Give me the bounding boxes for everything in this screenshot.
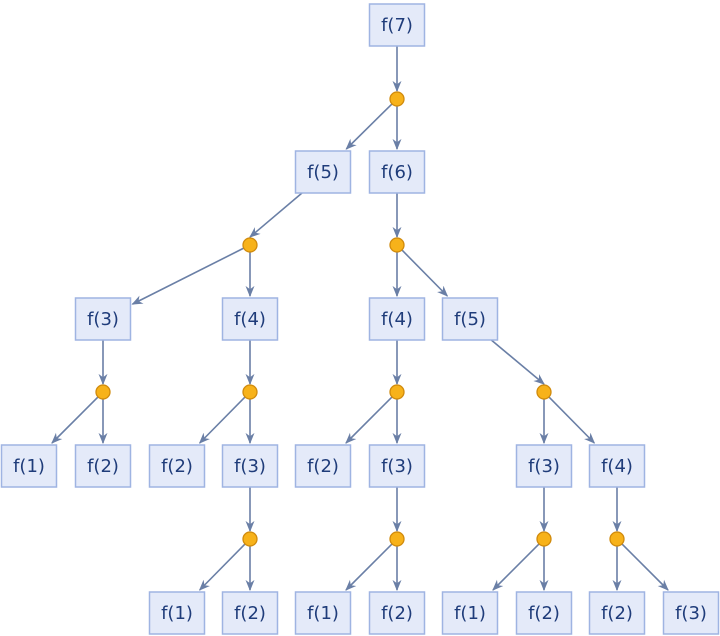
node-box [148, 591, 206, 635]
tree-node-n1b: f(1) [148, 591, 206, 635]
junction-dot-j3b [242, 531, 258, 547]
edge-j6-to-n5b [401, 249, 449, 297]
node-label: f(5) [307, 162, 339, 183]
node-label: f(1) [13, 456, 45, 477]
node-label: f(3) [234, 456, 266, 477]
junctions-layer [95, 91, 625, 547]
node-label: f(3) [528, 456, 560, 477]
node-label: f(2) [528, 603, 560, 624]
node-label: f(1) [454, 603, 486, 624]
node-label: f(5) [454, 309, 486, 330]
tree-node-n1d: f(1) [441, 591, 499, 635]
node-label: f(3) [381, 456, 413, 477]
edge-j3a-to-n1a [51, 396, 99, 444]
node-label: f(3) [87, 309, 119, 330]
edge-j4b-to-n2c [345, 396, 393, 444]
node-label: f(1) [161, 603, 193, 624]
node-label: f(2) [601, 603, 633, 624]
node-box [368, 297, 426, 341]
node-box [74, 297, 132, 341]
junction-dot-j4b [389, 384, 405, 400]
tree-node-n3c: f(3) [368, 444, 426, 488]
junction-dot-j3a [95, 384, 111, 400]
tree-node-n2b: f(2) [148, 444, 206, 488]
tree-node-n7: f(7) [368, 3, 426, 47]
node-label: f(1) [307, 603, 339, 624]
node-box [368, 150, 426, 194]
junction-dot-j5a [242, 237, 258, 253]
nodes-layer: f(7) f(5) f(6) f(3) f(4) f(4) f(5) f(1) f(2) f(2)… [0, 3, 720, 635]
junction-dot-j3c [389, 531, 405, 547]
node-box [588, 591, 646, 635]
node-label: f(7) [381, 15, 413, 36]
junction-dot-j5b [536, 384, 552, 400]
node-box [294, 444, 352, 488]
tree-node-n2c: f(2) [294, 444, 352, 488]
tree-node-n3a: f(3) [74, 297, 132, 341]
tree-node-n3b: f(3) [221, 444, 279, 488]
tree-node-n6: f(6) [368, 150, 426, 194]
node-box [221, 444, 279, 488]
node-label: f(3) [675, 603, 707, 624]
tree-node-n2d: f(2) [221, 591, 279, 635]
node-box [294, 591, 352, 635]
edge-n5a-to-j5a [249, 192, 303, 238]
tree-node-n5a: f(5) [294, 150, 352, 194]
junction-dot-j3d [536, 531, 552, 547]
node-label: f(2) [161, 456, 193, 477]
node-box [441, 297, 499, 341]
node-label: f(2) [234, 603, 266, 624]
node-box [294, 150, 352, 194]
node-box [368, 444, 426, 488]
node-box [441, 591, 499, 635]
edge-n5b-to-j5b [490, 339, 545, 385]
node-box [368, 591, 426, 635]
tree-node-n3e: f(3) [662, 591, 720, 635]
node-label: f(4) [234, 309, 266, 330]
edge-j3c-to-n1c [345, 543, 393, 591]
node-box [221, 297, 279, 341]
node-box [368, 3, 426, 47]
node-box [148, 444, 206, 488]
junction-dot-j4c [609, 531, 625, 547]
edge-j5a-to-n3a [131, 247, 245, 305]
tree-node-n2e: f(2) [368, 591, 426, 635]
node-box [588, 444, 646, 488]
edge-j7-to-n5a [345, 103, 393, 150]
tree-node-n3d: f(3) [515, 444, 573, 488]
edge-j3d-to-n1d [492, 543, 540, 591]
edges-layer [51, 46, 669, 592]
junction-dot-j4a [242, 384, 258, 400]
tree-node-n4c: f(4) [588, 444, 646, 488]
tree-node-n2f: f(2) [515, 591, 573, 635]
node-box [662, 591, 720, 635]
tree-node-n2g: f(2) [588, 591, 646, 635]
tree-node-n2a: f(2) [74, 444, 132, 488]
tree-node-n4a: f(4) [221, 297, 279, 341]
node-box [74, 444, 132, 488]
tree-node-n1c: f(1) [294, 591, 352, 635]
edge-j4c-to-n3e [621, 543, 669, 591]
node-box [515, 591, 573, 635]
tree-node-n5b: f(5) [441, 297, 499, 341]
node-box [515, 444, 573, 488]
node-label: f(2) [381, 603, 413, 624]
edge-j3b-to-n1b [198, 543, 246, 591]
tree-node-n1a: f(1) [0, 444, 58, 488]
node-label: f(4) [381, 309, 413, 330]
tree-node-n4b: f(4) [368, 297, 426, 341]
node-label: f(2) [87, 456, 119, 477]
junction-dot-j6 [389, 237, 405, 253]
node-label: f(2) [307, 456, 339, 477]
node-box [0, 444, 58, 488]
node-box [221, 591, 279, 635]
edge-j5b-to-n4c [548, 396, 596, 444]
edge-j4a-to-n2b [198, 396, 246, 444]
junction-dot-j7 [389, 91, 405, 107]
node-label: f(4) [601, 456, 633, 477]
node-label: f(6) [381, 162, 413, 183]
